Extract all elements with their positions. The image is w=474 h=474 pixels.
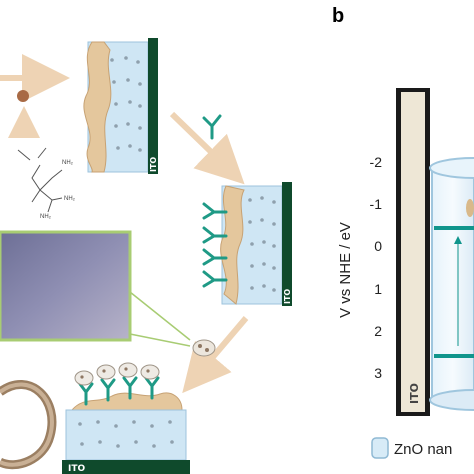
amine-label-2: NH₂ xyxy=(64,196,76,202)
ito-bar-label: ITO xyxy=(408,383,421,404)
amine-molecule xyxy=(17,147,63,213)
flexible-strip xyxy=(0,380,57,470)
electrode-1: ITO xyxy=(83,38,158,174)
tick-label-neg2: -2 xyxy=(370,154,383,170)
axis-label: V vs NHE / eV xyxy=(337,222,354,318)
legend-swatch xyxy=(371,437,389,459)
electrode-2: ITO xyxy=(202,182,292,306)
ito-electrode-bar: ITO xyxy=(396,88,430,416)
panel-b-label: b xyxy=(332,5,344,27)
analyte-particle xyxy=(192,339,216,357)
zoom-image-panel xyxy=(0,230,132,342)
zno-nanorod-cylinder xyxy=(429,157,474,411)
electrode-3-ito-label: ITO xyxy=(68,464,85,474)
antibody-icon xyxy=(202,114,222,140)
arrow-to-electrode-2 xyxy=(169,111,245,185)
tick-label-3: 3 xyxy=(374,365,382,381)
zoom-guide-line-2 xyxy=(129,333,191,347)
amine-label-1: NH₂ xyxy=(62,160,74,166)
tick-label-2: 2 xyxy=(374,323,382,339)
arrow-to-electrode-3 xyxy=(182,316,249,394)
zoom-guide-line-1 xyxy=(129,291,191,341)
amine-label-3: NH₂ xyxy=(40,214,52,220)
nanoparticle xyxy=(17,90,29,102)
electrode-2-ito-label: ITO xyxy=(283,289,292,304)
tick-label-1: 1 xyxy=(374,281,382,297)
electrode-1-ito-label: ITO xyxy=(149,157,158,172)
legend: ZnO nan xyxy=(371,437,452,459)
electrode-3: ITO xyxy=(62,362,190,474)
tick-label-0: 0 xyxy=(374,238,382,254)
legend-text: ZnO nan xyxy=(394,441,452,458)
tick-label-neg1: -1 xyxy=(370,196,383,212)
